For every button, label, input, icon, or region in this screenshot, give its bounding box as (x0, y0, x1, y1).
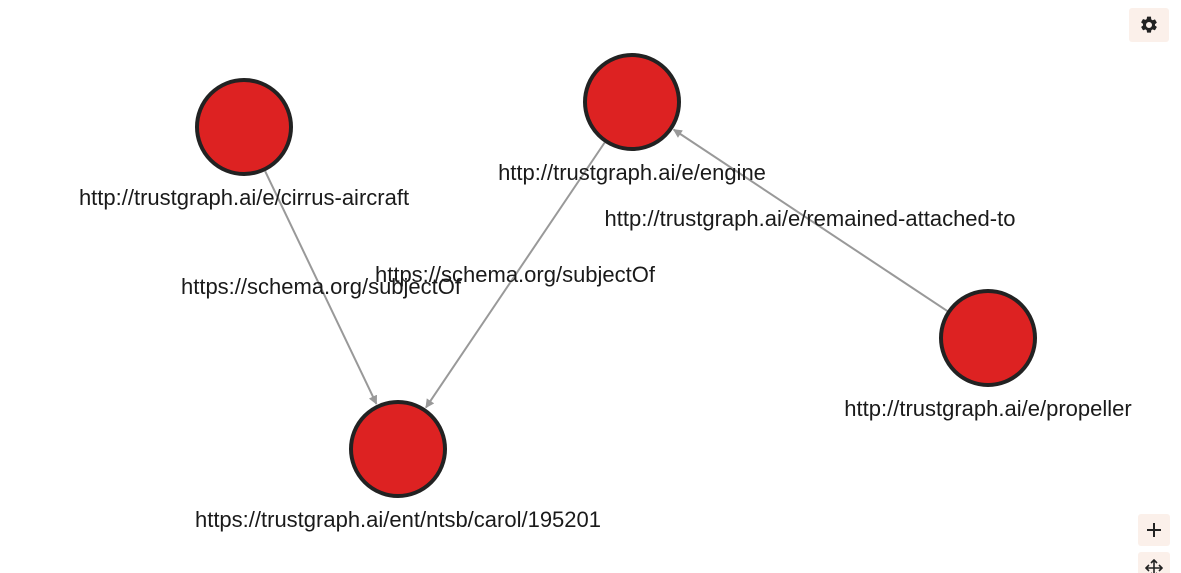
edge-label-layer: https://schema.org/subjectOfhttps://sche… (181, 206, 1015, 299)
fit-view-icon (1145, 559, 1163, 573)
edge-label: http://trustgraph.ai/e/remained-attached… (605, 206, 1016, 231)
edge-layer (264, 128, 948, 409)
node-engine[interactable]: http://trustgraph.ai/e/engine (498, 53, 766, 185)
node-carol[interactable]: https://trustgraph.ai/ent/ntsb/carol/195… (195, 400, 601, 532)
edge-engine-to-carol[interactable] (425, 142, 606, 409)
node-label: http://trustgraph.ai/e/engine (498, 160, 766, 185)
node-label: https://trustgraph.ai/ent/ntsb/carol/195… (195, 507, 601, 532)
node-propeller[interactable]: http://trustgraph.ai/e/propeller (844, 289, 1132, 421)
edge-propeller-to-engine[interactable] (672, 128, 948, 312)
node-circle[interactable] (195, 78, 293, 176)
plus-icon (1147, 523, 1161, 537)
edge-label: https://schema.org/subjectOf (181, 274, 462, 299)
node-circle[interactable] (349, 400, 447, 498)
node-label: http://trustgraph.ai/e/propeller (844, 396, 1131, 421)
node-circle[interactable] (939, 289, 1037, 387)
settings-button[interactable] (1129, 8, 1169, 42)
fit-view-button[interactable] (1138, 552, 1170, 573)
node-circle[interactable] (583, 53, 681, 151)
node-cirrus[interactable]: http://trustgraph.ai/e/cirrus-aircraft (79, 78, 409, 210)
edge-cirrus-to-carol[interactable] (264, 170, 378, 405)
node-layer: http://trustgraph.ai/e/cirrus-aircraftht… (79, 53, 1132, 532)
gear-icon (1141, 16, 1157, 33)
zoom-in-button[interactable] (1138, 514, 1170, 546)
node-label: http://trustgraph.ai/e/cirrus-aircraft (79, 185, 409, 210)
edge-label: https://schema.org/subjectOf (375, 262, 656, 287)
